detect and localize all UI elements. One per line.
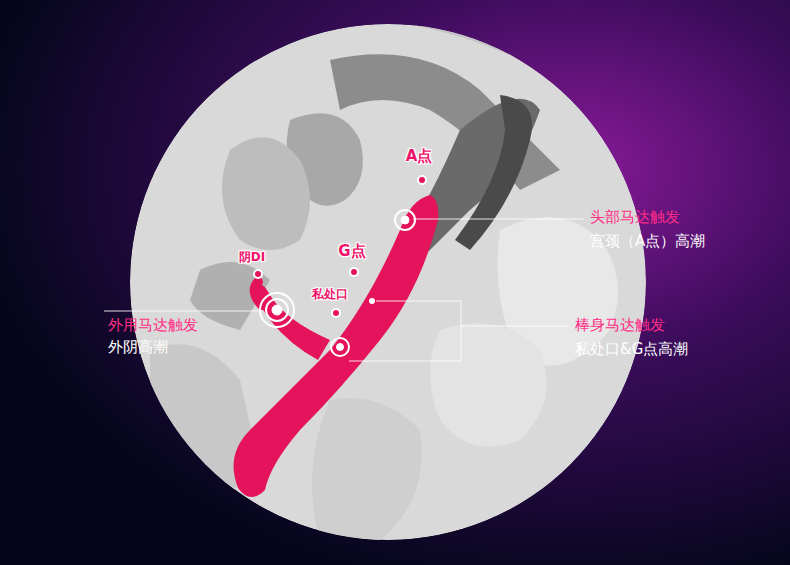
point-label: G点 <box>338 242 365 260</box>
callout-title: 外用马达触发 <box>108 316 198 334</box>
callout-text: 私处口&G点高潮 <box>575 340 688 358</box>
callout-text: 宫颈（A点）高潮 <box>590 232 705 250</box>
callout-text: 外阴高潮 <box>108 338 168 356</box>
leader-lines <box>104 219 584 361</box>
toy <box>234 195 439 497</box>
anatomy <box>130 0 646 540</box>
point-label: 私处口 <box>312 287 348 301</box>
point-label: A点 <box>406 147 433 165</box>
callout-title: 头部马达触发 <box>590 208 680 226</box>
point-label: 阴DI <box>239 250 265 264</box>
point-markers <box>253 175 427 318</box>
motor-targets <box>260 210 415 356</box>
callout-title: 棒身马达触发 <box>575 316 665 334</box>
